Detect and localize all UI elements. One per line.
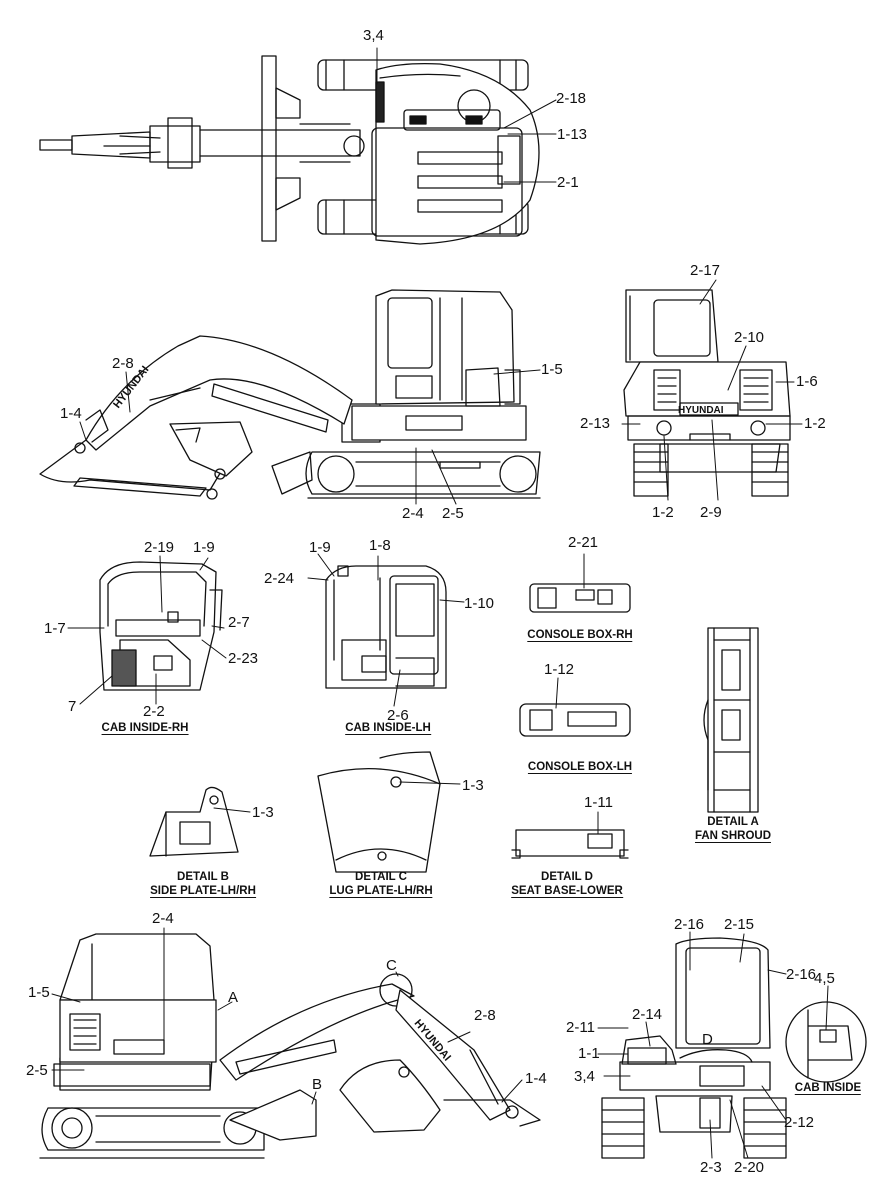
callout-label: 2-11 [566,1019,595,1036]
caption-cab-inside-rh: CAB INSIDE-RH [101,722,189,735]
callout-label: 1-10 [464,595,495,612]
caption-lug-plate: LUG PLATE-LH/RH [329,885,433,898]
leader-lines [52,48,828,1158]
cab-inside-lh-drawing [326,566,446,688]
callout-label: 2-17 [690,262,721,279]
caption-text: SIDE PLATE-LH/RH [150,885,256,898]
caption-cab-inside: CAB INSIDE [794,1082,862,1095]
caption-text: DETAIL C [355,871,407,883]
callout-label: 2-16 [786,966,817,983]
callout-label: 2-6 [387,707,409,724]
callout-label: 2-19 [144,539,175,556]
caption-side-plate: SIDE PLATE-LH/RH [150,885,256,898]
callout-label: 2-18 [556,90,587,107]
callout-label: 2-7 [228,614,250,631]
callout-label: 2-9 [700,504,722,521]
detail-b-drawing [150,787,238,856]
caption-text: DETAIL B [177,871,229,883]
caption-detail-d: DETAIL D [541,871,593,884]
caption-text: CONSOLE BOX-LH [527,761,633,774]
callout-label: 2-8 [474,1007,496,1024]
caption-text: DETAIL D [541,871,593,883]
callout-label: 1-12 [544,661,575,678]
callout-label: 2-23 [228,650,259,667]
callout-label: 1-9 [309,539,331,556]
caption-detail-a: DETAIL A [707,816,759,829]
callout-label: 1-2 [652,504,674,521]
callout-label: 2-2 [143,703,165,720]
caption-seat-base: SEAT BASE-LOWER [511,885,623,898]
caption-detail-c: DETAIL C [355,871,407,884]
callout-label: 1-5 [28,984,50,1001]
callout-label: 1-7 [44,620,66,637]
detail-marker-c: C [386,957,397,974]
bottom-side-view [40,934,540,1158]
callout-label: 2-24 [264,570,295,587]
caption-console-box-rh: CONSOLE BOX-RH [527,629,633,642]
caption-text: FAN SHROUD [694,830,772,843]
callout-label: 1-4 [525,1070,547,1087]
callout-label: 1-1 [578,1045,600,1062]
detail-d-drawing [512,830,628,858]
callout-label: 2-1 [557,174,579,191]
caption-text: SEAT BASE-LOWER [511,885,623,898]
callout-label: 2-14 [632,1006,663,1023]
callout-label: 2-4 [152,910,174,927]
callout-label: 3,4 [363,27,384,44]
detail-c-drawing [318,752,440,872]
callout-label: 2-21 [568,534,599,551]
top-view [40,56,539,244]
caption-text: CONSOLE BOX-RH [527,629,633,642]
detail-marker-b: B [312,1076,323,1093]
cab-inside-rh-drawing [100,562,222,690]
callout-label: 1-2 [804,415,826,432]
caption-detail-b: DETAIL B [177,871,229,884]
caption-text: CAB INSIDE-RH [101,722,189,735]
callout-label: 1-9 [193,539,215,556]
caption-console-box-lh: CONSOLE BOX-LH [527,761,633,774]
callout-label: 1-8 [369,537,391,554]
caption-text: CAB INSIDE [794,1082,862,1095]
detail-marker-d: D [702,1031,713,1048]
callout-label: 2-16 [674,916,705,933]
callout-label: 1-11 [584,794,613,811]
callout-label: 7 [68,698,77,715]
callout-label: 2-8 [112,355,134,372]
caption-cab-inside-lh: CAB INSIDE-LH [345,722,431,735]
callout-label: 2-3 [700,1159,722,1176]
detail-marker-a: A [228,989,239,1006]
callout-label: 2-5 [26,1062,48,1079]
callout-label: 4,5 [814,970,835,987]
console-boxes [520,584,630,736]
callout-label: 2-5 [442,505,464,522]
callout-label: 1-3 [252,804,274,821]
callout-label: 1-6 [796,373,818,390]
callout-label: 1-3 [462,777,484,794]
callout-label: 1-4 [60,405,82,422]
callout-label: 2-12 [784,1114,815,1131]
rear-view [624,290,790,496]
caption-text: DETAIL A [707,816,759,828]
caption-text: CAB INSIDE-LH [345,722,431,735]
caption-fan-shroud: FAN SHROUD [694,830,772,843]
callout-label: 2-13 [580,415,611,432]
callout-label: 2-20 [734,1159,765,1176]
callout-label: 3,4 [574,1068,595,1085]
side-view [40,290,540,499]
callout-label: 2-4 [402,505,424,522]
callout-label: 1-13 [557,126,588,143]
callout-label: 2-15 [724,916,755,933]
detail-a-drawing [704,628,758,812]
caption-text: LUG PLATE-LH/RH [329,885,433,898]
rear-brand-decal: HYUNDAI [678,405,724,416]
callout-label: 2-10 [734,329,765,346]
bottom-right-view [602,938,866,1158]
callout-label: 1-5 [541,361,563,378]
